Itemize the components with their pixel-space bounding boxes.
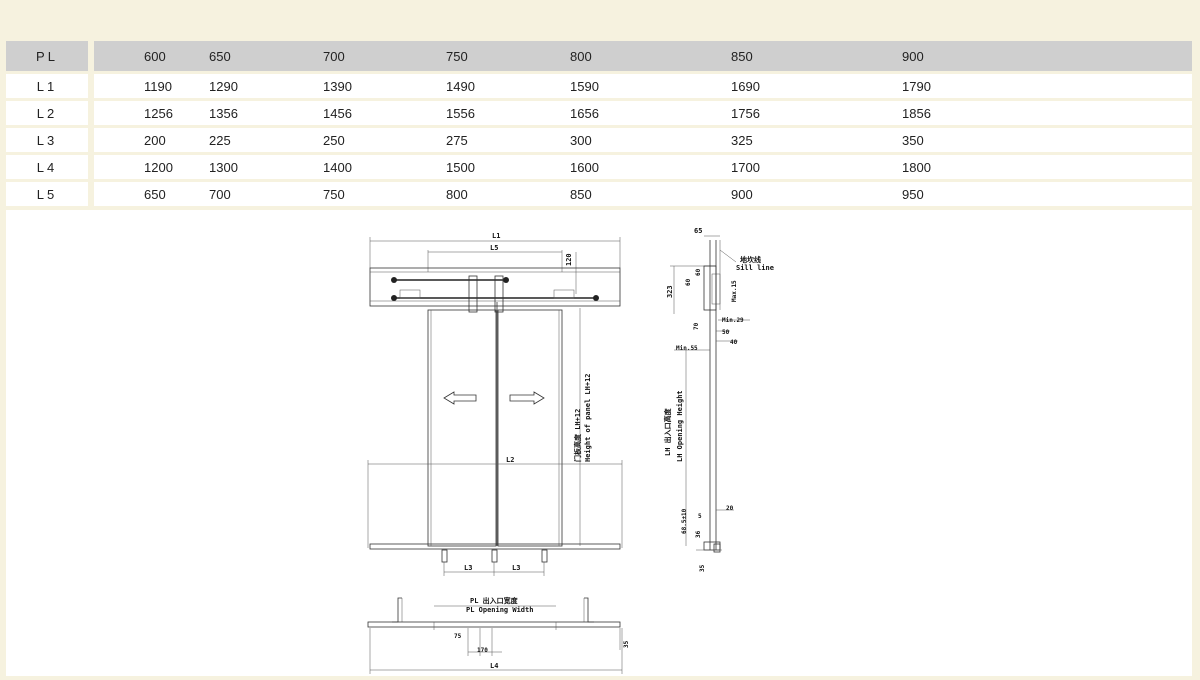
header-cell: 900 [902, 41, 1192, 71]
front-view: L1 L5 120 [367, 232, 623, 576]
table-cell: 750 [323, 182, 446, 206]
table-cell: 950 [902, 182, 1192, 206]
header-cell: 600 [94, 41, 209, 71]
dim-60b: 60 [695, 268, 702, 276]
dim-min55: Min.55 [676, 345, 698, 352]
table-cell: 1290 [209, 74, 323, 98]
row-label: L2 [6, 101, 94, 125]
row-label: L3 [6, 128, 94, 152]
lh-opening-en: LH Opening Height [676, 390, 684, 462]
sill-line-cn: 地坎线 [740, 255, 761, 264]
table-row: L3 200 225 250 275 300 325 350 [6, 128, 1192, 152]
table-row: L5 650 700 750 800 850 900 950 [6, 182, 1192, 206]
dim-35-side: 35 [699, 564, 706, 572]
dim-35-plan: 35 [623, 640, 630, 648]
row-label: L1 [6, 74, 94, 98]
table-cell: 1690 [731, 74, 902, 98]
table-cell: 1200 [94, 155, 209, 179]
header-cell: 750 [446, 41, 570, 71]
table-cell: 650 [94, 182, 209, 206]
pl-opening-cn: PL 出入口宽度 [470, 596, 519, 605]
dim-50: 50 [722, 329, 730, 336]
plan-view: PL 出入口宽度 PL Opening Width 75 170 [367, 596, 630, 674]
dim-l5: L5 [490, 244, 498, 252]
dim-75: 75 [454, 633, 462, 640]
dim-60a: 60 [685, 278, 692, 286]
lh-opening-cn: LH 出入口高度 [663, 407, 672, 456]
table-cell: 800 [446, 182, 570, 206]
pl-opening-en: PL Opening Width [466, 606, 533, 614]
panel-height-cn: 门板高度 LH+12 [573, 409, 582, 462]
dim-min29: Min.29 [722, 317, 744, 324]
header-cell: 700 [323, 41, 446, 71]
row-label: L4 [6, 155, 94, 179]
table-cell: 850 [570, 182, 731, 206]
table-cell: 275 [446, 128, 570, 152]
table-cell: 1556 [446, 101, 570, 125]
side-view: 65 地坎线 Sill line 323 60 60 Max.15 [663, 227, 774, 572]
table-cell: 200 [94, 128, 209, 152]
dim-40: 40 [730, 339, 738, 346]
table-cell: 1490 [446, 74, 570, 98]
table-cell: 1590 [570, 74, 731, 98]
header-label: PL [6, 41, 94, 71]
dim-323: 323 [666, 285, 674, 298]
table-cell: 1600 [570, 155, 731, 179]
table-cell: 1756 [731, 101, 902, 125]
table-cell: 1300 [209, 155, 323, 179]
table-cell: 250 [323, 128, 446, 152]
table-cell: 1656 [570, 101, 731, 125]
header-cell: 850 [731, 41, 902, 71]
panel-height-en: Height of panel LH+12 [584, 373, 592, 462]
table-cell: 1790 [902, 74, 1192, 98]
header-cell: 650 [209, 41, 323, 71]
dim-l1: L1 [492, 232, 500, 240]
table-cell: 225 [209, 128, 323, 152]
table-cell: 1456 [323, 101, 446, 125]
dim-68-5: 68.5±10 [681, 508, 688, 534]
dim-170: 170 [477, 647, 488, 654]
table-row: L1 1190 1290 1390 1490 1590 1690 1790 [6, 74, 1192, 98]
technical-drawing: L1 L5 120 [367, 227, 774, 674]
dim-l2: L2 [506, 456, 514, 464]
table-cell: 350 [902, 128, 1192, 152]
table-cell: 300 [570, 128, 731, 152]
table-cell: 1390 [323, 74, 446, 98]
drawing-panel: L1 L5 120 [6, 210, 1192, 676]
table-cell: 1800 [902, 155, 1192, 179]
table-row: L4 1200 1300 1400 1500 1600 1700 1800 [6, 155, 1192, 179]
dim-l4: L4 [490, 662, 498, 670]
dim-l3-right: L3 [512, 564, 520, 572]
table-cell: 900 [731, 182, 902, 206]
dimension-table: PL 600 650 700 750 800 850 900 L1 1190 1… [6, 38, 1192, 209]
dim-65: 65 [694, 227, 702, 235]
dim-20: 20 [726, 505, 734, 512]
table-cell: 1700 [731, 155, 902, 179]
table-cell: 1190 [94, 74, 209, 98]
table-cell: 1356 [209, 101, 323, 125]
dim-36: 36 [695, 530, 702, 538]
sill-line-en: Sill line [736, 264, 774, 272]
table-row: L2 1256 1356 1456 1556 1656 1756 1856 [6, 101, 1192, 125]
table-cell: 1856 [902, 101, 1192, 125]
table-cell: 325 [731, 128, 902, 152]
header-cell: 800 [570, 41, 731, 71]
dim-l3-left: L3 [464, 564, 472, 572]
dim-70: 70 [693, 322, 700, 330]
row-label: L5 [6, 182, 94, 206]
table-cell: 1500 [446, 155, 570, 179]
table-cell: 1400 [323, 155, 446, 179]
table-cell: 700 [209, 182, 323, 206]
dim-max15: Max.15 [731, 280, 738, 302]
table-header-row: PL 600 650 700 750 800 850 900 [6, 41, 1192, 71]
dim-120: 120 [565, 253, 573, 266]
table-cell: 1256 [94, 101, 209, 125]
dim-5: 5 [698, 513, 702, 520]
